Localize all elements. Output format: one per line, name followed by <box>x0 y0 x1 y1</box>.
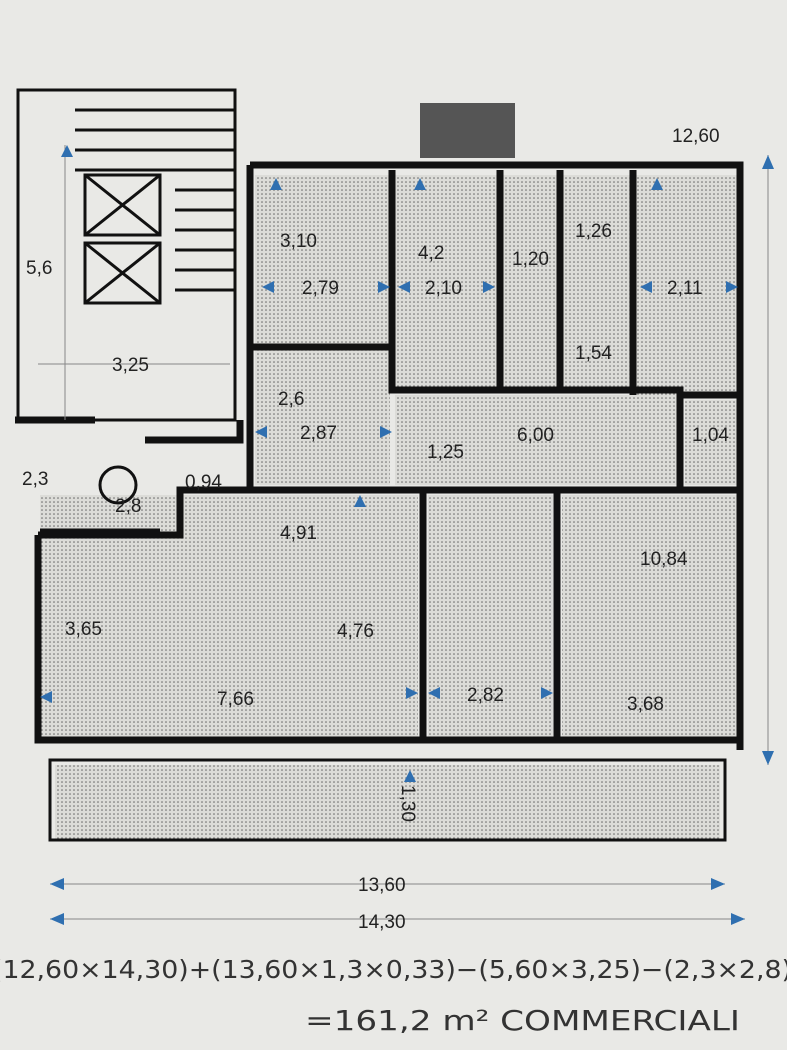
room-f <box>255 350 390 485</box>
room-a <box>255 175 390 345</box>
calculation-result: =161,2 m² COMMERCIALI <box>305 1004 740 1037</box>
room-b-length: 4,2 <box>418 243 444 264</box>
walls <box>15 88 744 842</box>
living-width-top: 4,91 <box>280 523 317 544</box>
label-width-mid: 13,60 <box>358 875 406 896</box>
label-width-top: 12,60 <box>672 126 720 147</box>
label-stair-width: 3,25 <box>112 355 149 376</box>
label-landing-depth: 2,3 <box>22 469 48 490</box>
room-a-width: 2,79 <box>302 278 339 299</box>
corridor <box>395 395 680 485</box>
dimension-labels: 12,60 13,60 14,30 1,30 5,6 3,25 2,3 2,8 … <box>22 126 729 933</box>
measure-arrows <box>40 145 774 925</box>
label-stair-height: 5,6 <box>26 258 52 279</box>
room-h <box>562 495 738 740</box>
stair-marker <box>98 465 138 505</box>
room-a-length: 3,10 <box>280 231 317 252</box>
calculation-formula: (12,60×14,30)+(13,60×1,3×0,33)−(5,60×3,2… <box>0 955 787 984</box>
room-e <box>636 175 738 395</box>
room-g <box>428 495 553 740</box>
room-d-width-top: 1,26 <box>575 221 612 242</box>
rooms <box>40 175 738 840</box>
living-left-depth: 3,65 <box>65 619 102 640</box>
elevator-1 <box>83 173 162 237</box>
room-c-width: 1,20 <box>512 249 549 270</box>
label-landing-width: 2,8 <box>115 496 141 517</box>
chimney <box>420 103 515 158</box>
room-b <box>395 175 498 390</box>
arrow-icon <box>640 281 738 293</box>
elevator-2 <box>83 241 162 305</box>
room-h-width: 3,68 <box>627 694 664 715</box>
room-d-width-bottom: 1,54 <box>575 343 612 364</box>
dimension-lines <box>38 145 769 920</box>
corridor-width: 1,25 <box>427 442 464 463</box>
area-calculation: (12,60×14,30)+(13,60×1,3×0,33)−(5,60×3,2… <box>0 955 787 1037</box>
room-f-length: 2,6 <box>278 389 304 410</box>
room-c <box>503 175 558 390</box>
label-landing-offset: 0,94 <box>185 472 222 493</box>
room-d <box>563 175 631 390</box>
room-e-width: 2,11 <box>667 278 703 299</box>
label-width-total: 14,30 <box>358 912 406 933</box>
living-depth: 4,76 <box>337 621 374 642</box>
room-g-width: 2,82 <box>467 685 504 706</box>
closet <box>685 400 738 485</box>
room-f-width: 2,87 <box>300 423 337 444</box>
room-b-width: 2,10 <box>425 278 462 299</box>
living-width: 7,66 <box>217 689 254 710</box>
room-h-length: 10,84 <box>640 549 688 570</box>
arrow-icon <box>262 281 495 293</box>
corridor-length: 6,00 <box>517 425 554 446</box>
closet-width: 1,04 <box>692 425 729 446</box>
label-balcony-depth: 1,30 <box>397 785 418 822</box>
balcony <box>55 765 720 840</box>
